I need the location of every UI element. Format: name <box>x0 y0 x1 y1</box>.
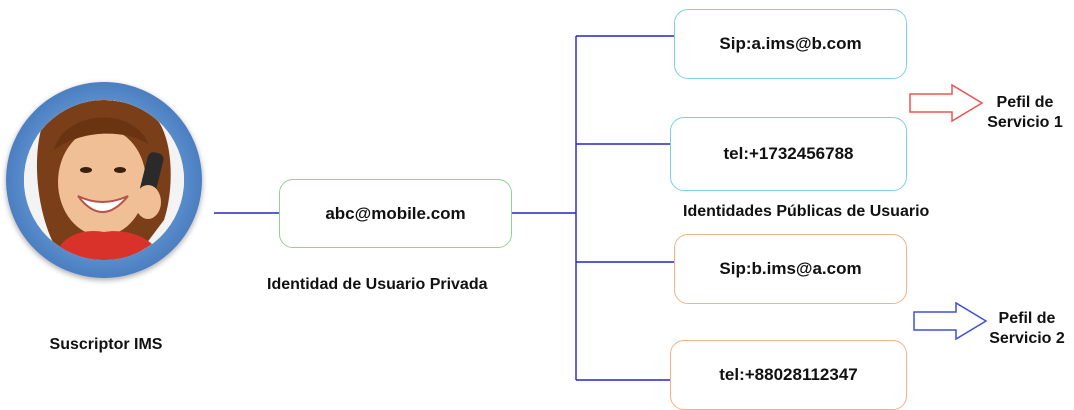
public-identity-value: tel:+1732456788 <box>723 144 854 163</box>
person-on-phone-icon <box>24 100 184 260</box>
public-identity-value: tel:+88028112347 <box>719 365 858 384</box>
public-identity-box: Sip:b.ims@a.com <box>674 234 907 304</box>
public-identities-caption: Identidades Públicas de Usuario <box>683 203 930 220</box>
service-profile-2-line2: Servicio 2 <box>989 330 1065 347</box>
service-profile-1-arrow <box>909 83 984 123</box>
public-identity-value: Sip:b.ims@a.com <box>719 259 862 278</box>
service-profile-2-label: Pefil de Servicio 2 <box>982 309 1072 349</box>
service-profile-1-label: Pefil de Servicio 1 <box>980 93 1070 133</box>
private-identity-value: abc@mobile.com <box>325 203 466 223</box>
service-profile-1-line2: Servicio 1 <box>987 114 1063 131</box>
public-identity-box: Sip:a.ims@b.com <box>674 9 907 79</box>
service-profile-1-line1: Pefil de <box>996 94 1054 111</box>
public-identity-box: tel:+88028112347 <box>670 340 907 410</box>
private-identity-caption: Identidad de Usuario Privada <box>267 276 488 293</box>
service-profile-2-arrow <box>913 301 988 341</box>
tree-connectors <box>214 35 674 381</box>
subscriber-avatar <box>6 82 202 278</box>
public-identity-value: Sip:a.ims@b.com <box>719 34 862 53</box>
private-identity-box: abc@mobile.com <box>279 179 512 248</box>
subscriber-label: Suscriptor IMS <box>49 336 163 353</box>
service-profile-2-line1: Pefil de <box>998 310 1056 327</box>
public-identity-box: tel:+1732456788 <box>670 117 907 191</box>
